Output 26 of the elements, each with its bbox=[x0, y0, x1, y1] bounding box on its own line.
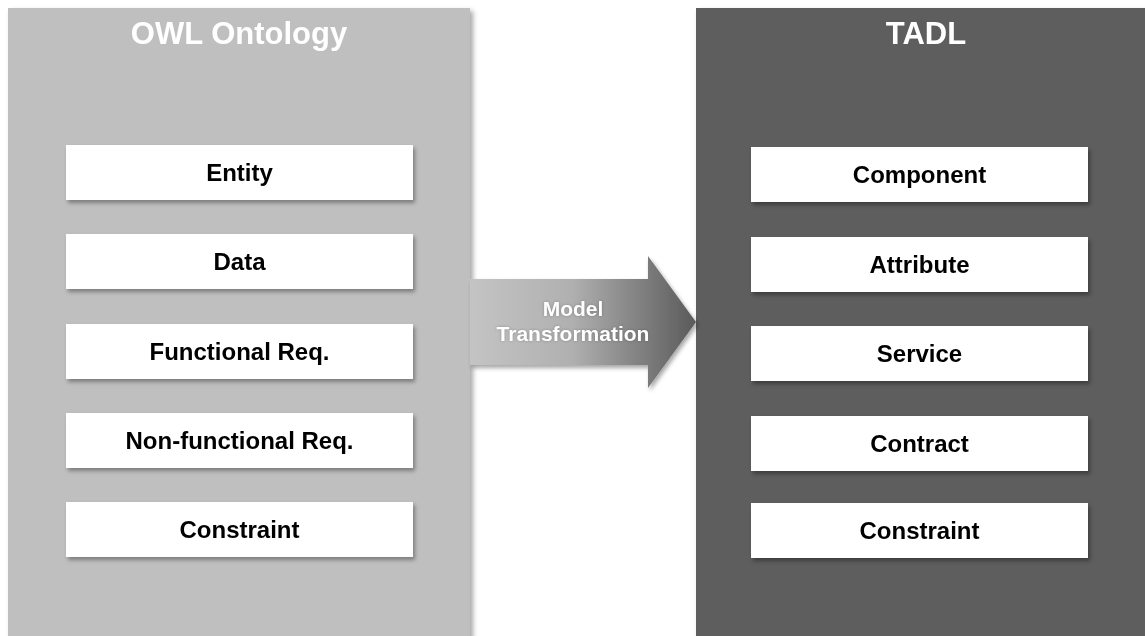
item-box bbox=[751, 147, 1088, 202]
block-arrow bbox=[470, 256, 696, 388]
item-box bbox=[66, 324, 413, 379]
item-box bbox=[751, 503, 1088, 558]
item-label: Non-functional Req. bbox=[125, 426, 354, 455]
group-panel bbox=[696, 8, 1145, 636]
item-box bbox=[751, 237, 1088, 292]
item-label: Constraint bbox=[859, 516, 980, 545]
panel-title: OWL Ontology bbox=[130, 16, 348, 51]
item-box bbox=[66, 413, 413, 468]
item-box bbox=[751, 326, 1088, 381]
item-label: Contract bbox=[870, 429, 969, 458]
item-label: Functional Req. bbox=[149, 337, 330, 366]
item-label: Constraint bbox=[179, 515, 300, 544]
item-box bbox=[751, 416, 1088, 471]
item-label: Component bbox=[852, 160, 987, 189]
item-label: Attribute bbox=[869, 250, 970, 279]
item-label: Entity bbox=[206, 158, 273, 187]
panel-title: TADL bbox=[885, 16, 967, 51]
item-label: Data bbox=[213, 247, 266, 276]
item-box bbox=[66, 234, 413, 289]
item-box bbox=[66, 502, 413, 557]
group-panel bbox=[8, 8, 470, 636]
item-box bbox=[66, 145, 413, 200]
edge-label: Model Transformation bbox=[495, 296, 651, 347]
item-label: Service bbox=[876, 339, 963, 368]
